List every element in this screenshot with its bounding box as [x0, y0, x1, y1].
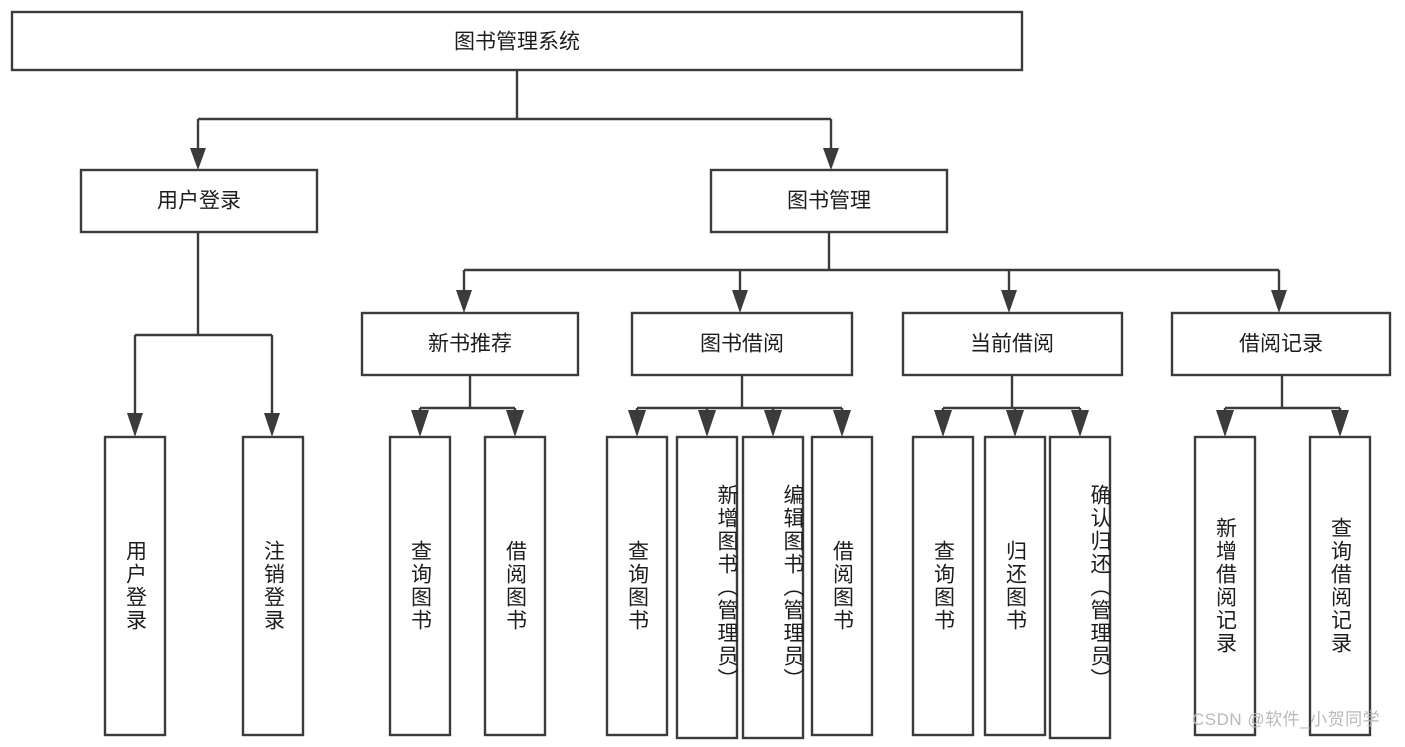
- connector-group-new-book-recommend: [411, 375, 524, 437]
- node-book-borrow-label: 图书借阅: [700, 333, 784, 356]
- leaf-add-book-admin-box[interactable]: [675, 435, 739, 740]
- arrow-head-leaf-query-book-3: [934, 410, 952, 437]
- node-user-login-box[interactable]: [79, 168, 319, 234]
- node-current-borrow-label: 当前借阅: [970, 333, 1054, 356]
- node-book-borrow-box[interactable]: [630, 311, 854, 377]
- leaf-borrow-book-2-box[interactable]: [810, 435, 874, 737]
- arrow-head-leaf-borrow-book-2: [833, 410, 851, 437]
- leaf-query-book-1-box[interactable]: [388, 435, 452, 737]
- arrow-head-book-borrow: [732, 290, 748, 313]
- leaf-confirm-return-admin-box[interactable]: [1048, 435, 1112, 740]
- node-current-borrow-box[interactable]: [901, 311, 1124, 377]
- connector-group-user-login: [127, 232, 280, 437]
- node-current-borrow[interactable]: 当前借阅: [901, 311, 1124, 377]
- node-new-book-recommend[interactable]: 新书推荐: [360, 311, 580, 377]
- arrow-head-leaf-query-book-1: [411, 410, 429, 437]
- arrow-head-leaf-add-book-admin: [698, 410, 716, 437]
- connector-group-book-management: [456, 232, 1287, 313]
- connector-group-root: [190, 70, 839, 170]
- arrow-head-leaf-add-borrow-record: [1216, 410, 1234, 437]
- node-root[interactable]: 图书管理系统: [10, 10, 1024, 72]
- leaf-borrow-book-1-box[interactable]: [483, 435, 547, 737]
- leaf-user-login-box[interactable]: [103, 435, 167, 737]
- arrow-head-leaf-query-book-2: [628, 410, 646, 437]
- leaf-return-book-box[interactable]: [983, 435, 1047, 737]
- node-borrow-record[interactable]: 借阅记录: [1170, 311, 1392, 377]
- node-user-login[interactable]: 用户登录: [79, 168, 319, 234]
- leaf-query-borrow-record-box[interactable]: [1308, 435, 1372, 737]
- arrow-head-leaf-edit-book-admin: [764, 410, 782, 437]
- arrow-head-book-management: [823, 148, 839, 170]
- node-book-management-box[interactable]: [709, 168, 949, 234]
- csdn-watermark: CSDN @软件_小贺同学: [1192, 710, 1381, 729]
- node-user-login-label: 用户登录: [157, 190, 241, 213]
- node-book-management-label: 图书管理: [787, 190, 871, 213]
- connector-group-current-borrow: [934, 375, 1089, 437]
- node-borrow-record-box[interactable]: [1170, 311, 1392, 377]
- arrow-head-borrow-record: [1271, 290, 1287, 313]
- arrow-head-current-borrow: [1001, 290, 1017, 313]
- leaf-edit-book-admin-box[interactable]: [741, 435, 805, 740]
- arrow-head-leaf-confirm-return-admin: [1071, 410, 1089, 437]
- node-new-book-recommend-box[interactable]: [360, 311, 580, 377]
- arrow-head-user-login: [190, 148, 206, 170]
- connector-group-book-borrow: [628, 375, 851, 437]
- node-root-label: 图书管理系统: [454, 31, 580, 54]
- node-borrow-record-label: 借阅记录: [1239, 333, 1323, 356]
- arrow-head-leaf-user-login: [127, 413, 143, 437]
- arrow-head-leaf-query-borrow-record: [1331, 410, 1349, 437]
- arrow-head-leaf-logout: [264, 413, 280, 437]
- node-book-borrow[interactable]: 图书借阅: [630, 311, 854, 377]
- node-book-management[interactable]: 图书管理: [709, 168, 949, 234]
- arrow-head-new-book-recommend: [456, 290, 472, 313]
- leaf-boxes: [103, 435, 1372, 740]
- leaf-query-book-3-box[interactable]: [911, 435, 975, 737]
- leaf-add-borrow-record-box[interactable]: [1193, 435, 1257, 737]
- arrow-head-leaf-borrow-book-1: [506, 410, 524, 437]
- leaf-query-book-2-box[interactable]: [605, 435, 669, 737]
- node-new-book-recommend-label: 新书推荐: [428, 333, 512, 356]
- leaf-logout-box[interactable]: [241, 435, 305, 737]
- arrow-head-leaf-return-book: [1006, 410, 1024, 437]
- node-root-box[interactable]: [10, 10, 1024, 72]
- connector-group-borrow-record: [1216, 375, 1349, 437]
